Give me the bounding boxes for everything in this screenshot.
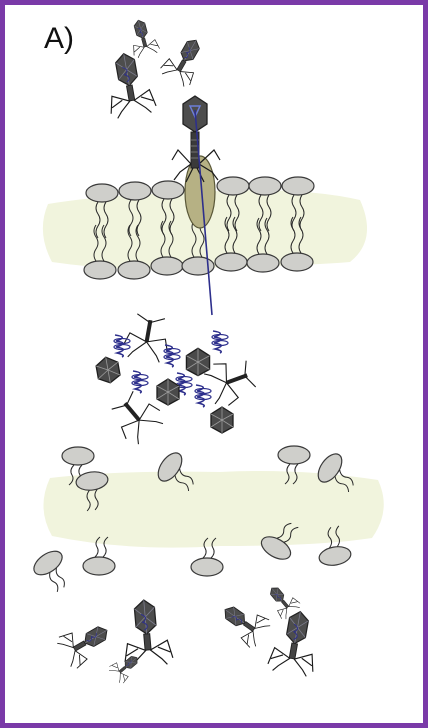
- phage-icon: [158, 32, 210, 89]
- capsid-icon: [95, 355, 121, 384]
- phage-dna-coil-icon: [114, 335, 130, 357]
- phage-icon: [120, 598, 174, 668]
- replicated-components: [95, 312, 259, 448]
- phage-icon: [101, 50, 157, 120]
- phage-dna-coil-icon: [195, 385, 211, 407]
- phage-icon: [215, 596, 272, 650]
- capsid-icon: [157, 379, 179, 405]
- lipid-icon: [30, 546, 78, 595]
- phage-dna-coil-icon: [132, 371, 148, 393]
- capsid-icon: [211, 407, 233, 433]
- phage-tail-icon: [202, 353, 258, 409]
- phage-icon: [55, 615, 116, 671]
- cell-membrane-lysed: [30, 446, 384, 596]
- phage-icon: [267, 608, 323, 678]
- phage-icon: [126, 17, 161, 59]
- capsid-icon: [186, 348, 209, 375]
- released-phage-group: [55, 580, 323, 685]
- phage-dna-coil-icon: [212, 331, 228, 353]
